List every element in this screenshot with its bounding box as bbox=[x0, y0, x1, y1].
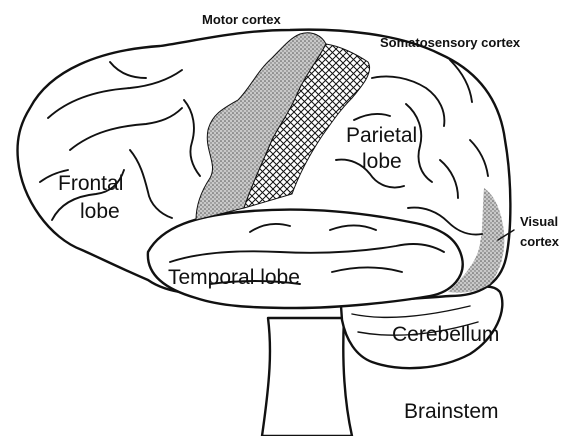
parietal-lobe-label-line2: lobe bbox=[362, 150, 402, 173]
temporal-lobe-shape bbox=[148, 210, 463, 308]
visual-cortex-label-line2: cortex bbox=[520, 234, 560, 249]
parietal-lobe-label-line1: Parietal bbox=[346, 124, 417, 147]
cerebellum-label: Cerebellum bbox=[392, 323, 499, 346]
motor-cortex-label: Motor cortex bbox=[202, 12, 282, 27]
frontal-lobe-label-line1: Frontal bbox=[58, 172, 123, 195]
brainstem-shape bbox=[262, 318, 352, 436]
visual-cortex-label-line1: Visual bbox=[520, 214, 558, 229]
temporal-lobe-label: Temporal lobe bbox=[168, 266, 300, 289]
brainstem-label: Brainstem bbox=[404, 400, 499, 423]
somatosensory-cortex-label: Somatosensory cortex bbox=[380, 35, 521, 50]
frontal-lobe-label-line2: lobe bbox=[80, 200, 120, 223]
